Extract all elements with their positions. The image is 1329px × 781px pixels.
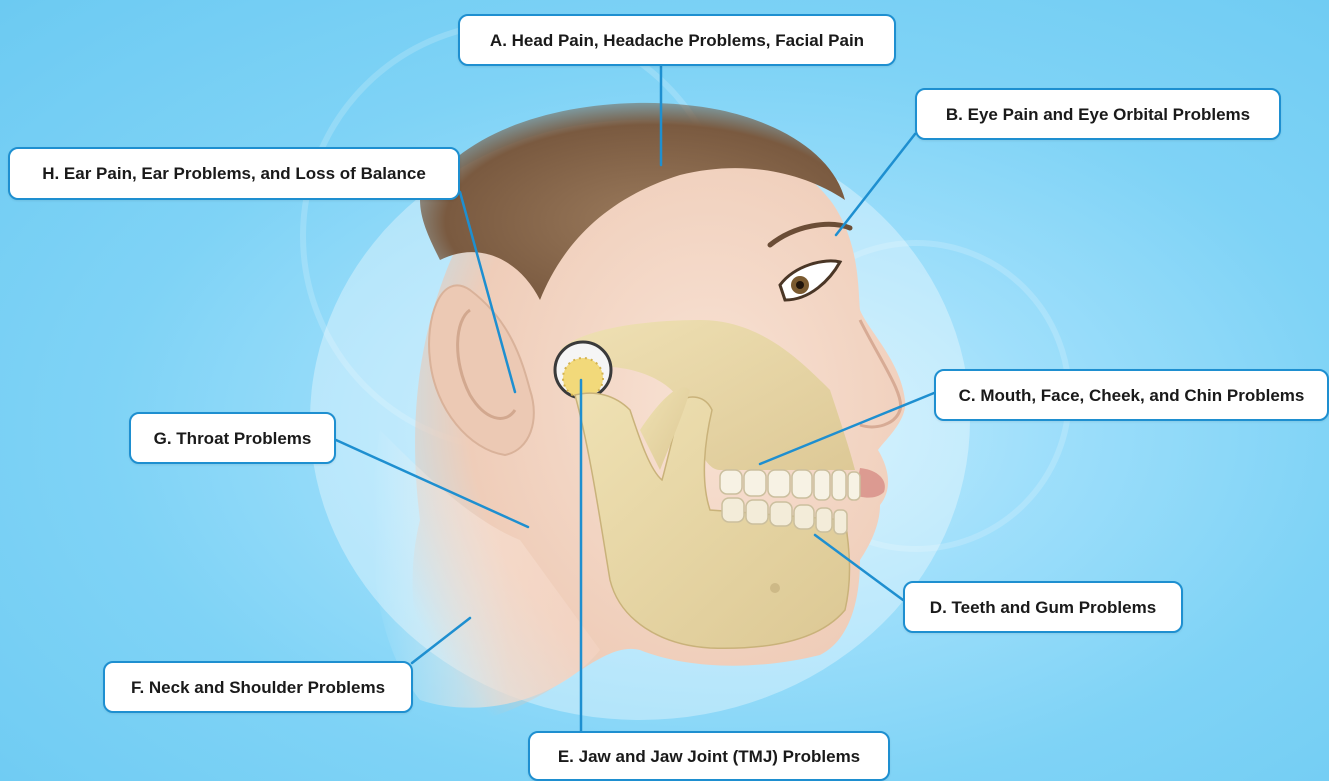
callout-label: E. Jaw and Jaw Joint (TMJ) Problems: [558, 748, 860, 765]
callout-mouth-face: C. Mouth, Face, Cheek, and Chin Problems: [934, 369, 1329, 421]
mental-foramen: [770, 583, 780, 593]
callout-head-pain: A. Head Pain, Headache Problems, Facial …: [458, 14, 896, 66]
callout-label: A. Head Pain, Headache Problems, Facial …: [490, 32, 864, 49]
callout-neck-shoulder: F. Neck and Shoulder Problems: [103, 661, 413, 713]
callout-label: H. Ear Pain, Ear Problems, and Loss of B…: [42, 165, 426, 182]
callout-label: D. Teeth and Gum Problems: [930, 599, 1156, 616]
pupil: [796, 281, 804, 289]
callout-eye-pain: B. Eye Pain and Eye Orbital Problems: [915, 88, 1281, 140]
callout-ear-pain: H. Ear Pain, Ear Problems, and Loss of B…: [8, 147, 460, 200]
callout-throat: G. Throat Problems: [129, 412, 336, 464]
callout-label: G. Throat Problems: [154, 430, 312, 447]
callout-teeth-gum: D. Teeth and Gum Problems: [903, 581, 1183, 633]
callout-label: B. Eye Pain and Eye Orbital Problems: [946, 106, 1250, 123]
callout-jaw-tmj: E. Jaw and Jaw Joint (TMJ) Problems: [528, 731, 890, 781]
callout-label: C. Mouth, Face, Cheek, and Chin Problems: [959, 387, 1305, 404]
callout-label: F. Neck and Shoulder Problems: [131, 679, 385, 696]
